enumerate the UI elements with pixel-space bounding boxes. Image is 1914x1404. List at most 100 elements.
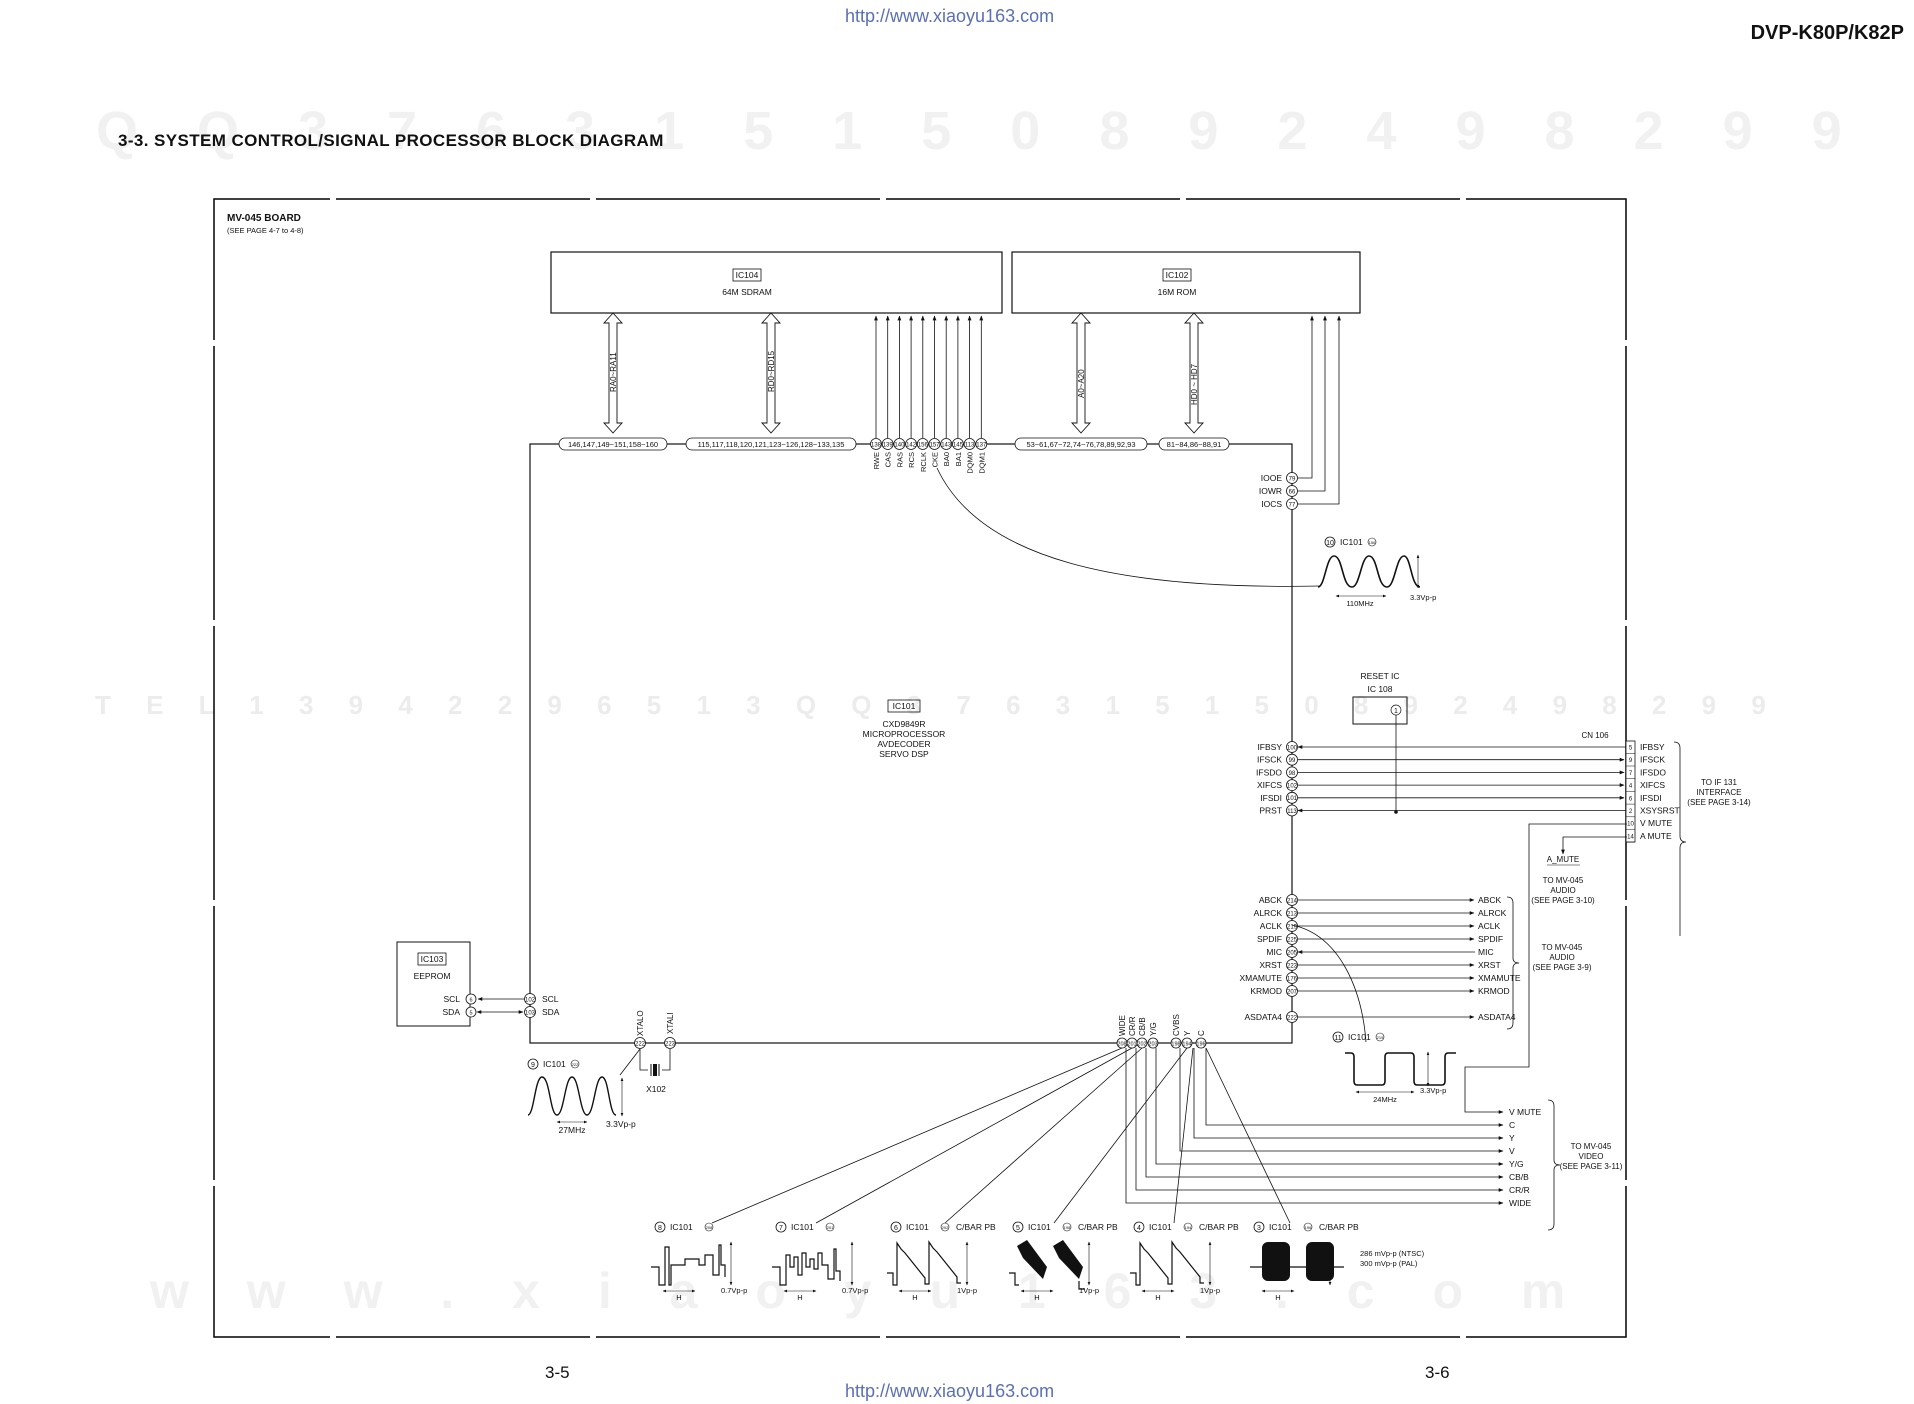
wave-w3-amp2: 300 mVp-p (PAL): [1360, 1259, 1418, 1268]
if-signal-IFSDI: IFSDI: [1260, 793, 1282, 803]
bus-rd-pins: 115,117,118,120,121,123~126,128~133,135: [698, 440, 845, 449]
svg-text:9: 9: [531, 1062, 535, 1069]
svg-text:XTALI: XTALI: [666, 1012, 675, 1034]
sdram-pin-BA0: 143: [941, 442, 952, 448]
cn106-pin-7: 7: [1629, 771, 1633, 777]
wave-w4-pin-circle: [1183, 1222, 1193, 1232]
video-probe-lines: [711, 1047, 1291, 1224]
crystal-x102: 222 223 XTALO XTALI X102: [619, 1010, 676, 1094]
if-pin-IFBSY-circle: [1286, 741, 1298, 753]
sdram-control-lines: 138RWE139CAS140RAS142RCS156RCLK157CKE143…: [870, 315, 988, 474]
if-signal-IFSCK: IFSCK: [1257, 755, 1282, 765]
sdram-pin-RCS-circle: [905, 438, 917, 450]
wave-w5-num-circle: [1012, 1221, 1024, 1233]
wave-w7-num-circle: [775, 1221, 787, 1233]
top-url[interactable]: http://www.xiaoyu163.com: [845, 6, 1055, 26]
svg-text:IC101: IC101: [543, 1059, 566, 1069]
wave-w7-trace: [772, 1248, 841, 1286]
ic103-ref: IC103: [421, 954, 444, 964]
rom-signal-IOCS: IOCS: [1261, 499, 1282, 509]
audio-pin-XRST: 223: [1287, 963, 1298, 969]
bus-ra-label: RA0~RA11: [609, 352, 618, 392]
wave-w6-note: C/BAR PB: [956, 1222, 996, 1232]
wave-w6-amp: 1Vp-p: [957, 1286, 977, 1295]
bus-hd: HD0 ~ HD7: [1183, 312, 1205, 434]
video-pin-Y: 194: [1182, 1041, 1191, 1047]
wave-w4-num-circle: [1133, 1221, 1145, 1233]
reset-ic-label: RESET IC: [1360, 671, 1399, 681]
bus-ra: RA0~RA11: [602, 312, 624, 434]
wave-w3-amp1: 286 mVp-p (NTSC): [1360, 1249, 1425, 1258]
audio-pin-ASDATA4: 222: [1287, 1015, 1298, 1021]
ic101-desc-3: SERVO DSP: [879, 749, 929, 759]
ic101-desc-0: CXD9849R: [883, 719, 926, 729]
wave-w5-trace: [1009, 1272, 1085, 1290]
svg-text:X102: X102: [646, 1084, 666, 1094]
audio-out-ALRCK: ALRCK: [1478, 908, 1507, 918]
ic101-eeprom-pin-SDA-circle: [524, 1006, 536, 1018]
video-signal-C: C: [1197, 1030, 1206, 1036]
wave-w4-ic: IC101: [1149, 1222, 1172, 1232]
bottom-url[interactable]: http://www.xiaoyu163.com: [845, 1381, 1055, 1401]
waveform-9: 9 IC101 222 27MHz 3.3Vp-p: [527, 1058, 636, 1135]
wave-w4-pin: 194: [1185, 1225, 1192, 1230]
wave-w7-pin-circle: [825, 1222, 835, 1232]
wave-w7-num: 7: [779, 1225, 783, 1232]
audio-pin-ALRCK-circle: [1286, 907, 1298, 919]
audio-out-MIC: MIC: [1478, 947, 1494, 957]
if-pin-IFSDO-circle: [1286, 766, 1298, 779]
reset-ic-box: [1352, 696, 1408, 725]
video-signal-CR/R: CR/R: [1128, 1016, 1137, 1036]
audio-pin-XRST-circle: [1286, 959, 1298, 971]
bus-ra-pins: 146,147,149~151,158~160: [568, 440, 658, 449]
wave-w4-trace: [1130, 1240, 1204, 1286]
sdram-pin-CKE: 157: [929, 442, 940, 448]
waveform-11: 11 IC101 219 24MHz 3.3Vp-p: [1332, 1031, 1456, 1104]
wave-w8-amp: 0.7Vp-p: [721, 1286, 747, 1295]
svg-text:27MHz: 27MHz: [559, 1125, 586, 1135]
wave-w7-ic: IC101: [791, 1222, 814, 1232]
ic101-desc-2: AVDECODER: [877, 739, 930, 749]
if-pin-XIFCS: 102: [1287, 784, 1298, 790]
svg-text:11: 11: [1334, 1035, 1341, 1042]
sdram-pin-RWE-circle: [870, 438, 882, 450]
wave-w8-pin: 208: [706, 1225, 713, 1230]
video-wire-5: [1145, 1048, 1504, 1179]
svg-text:3.3Vp-p: 3.3Vp-p: [1420, 1086, 1446, 1095]
bus-rd: RD0~RD15: [760, 312, 782, 434]
sdram-pin-BA1-circle: [952, 438, 964, 450]
sdram-pin-CKE-circle: [928, 438, 941, 450]
wave-w3-pin-circle: [1303, 1222, 1313, 1232]
if-pin-IFSDI: 101: [1287, 796, 1298, 802]
rclk-probe-line: [936, 467, 1321, 587]
if-pin-IFBSY: 100: [1287, 745, 1298, 751]
wave-w6-h: H: [912, 1293, 917, 1302]
cn106-signal-0: IFBSY: [1640, 742, 1665, 752]
audio-pin-MIC: 205: [1287, 950, 1298, 956]
sdram-signal-RCS: RCS: [907, 452, 916, 468]
board-outline-breaks: [212, 197, 1628, 1339]
svg-text:IC101: IC101: [1340, 537, 1363, 547]
wave-w8-trace: [651, 1244, 726, 1286]
wave-w7-pin: 201: [827, 1225, 834, 1230]
audio-signal-SPDIF: SPDIF: [1257, 934, 1282, 944]
wave-w3-burst-0: [1262, 1242, 1290, 1281]
audio-out-ASDATA4: ASDATA4: [1478, 1012, 1516, 1022]
wave-w5-amp: 1Vp-p: [1079, 1286, 1099, 1295]
svg-text:3.3Vp-p: 3.3Vp-p: [1410, 593, 1436, 602]
rom-control-wires: [1298, 315, 1341, 505]
wave-w5-num: 5: [1016, 1225, 1020, 1232]
ic102-box: [1011, 251, 1361, 314]
sdram-pin-BA0-circle: [940, 438, 953, 450]
video-wire-4: [1155, 1048, 1504, 1166]
watermark-digits-mid: T E L 1 3 9 4 2 2 9 6 5 1 3 Q Q 3 7 6 3 …: [95, 690, 1780, 720]
video-brace: [1547, 1099, 1561, 1231]
svg-text:10: 10: [1326, 540, 1334, 547]
ic101-eeprom-pin-SCL: 102: [525, 997, 536, 1003]
to-if-2: (SEE PAGE 3-14): [1687, 798, 1751, 807]
board-name: MV-045 BOARD: [227, 213, 301, 224]
sdram-signal-DQM1: DQM1: [977, 452, 986, 474]
